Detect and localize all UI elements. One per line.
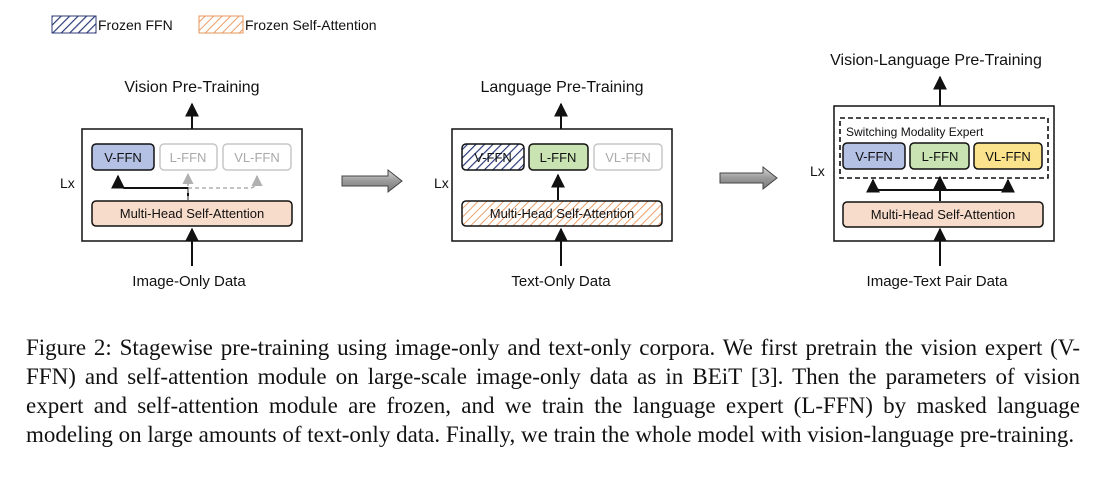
legend: Frozen FFN Frozen Self-Attention xyxy=(51,15,377,34)
stage1-attention-box xyxy=(91,200,293,227)
stage2-vlffn-box xyxy=(593,143,663,171)
stage-vision-language-pretraining: Vision-Language Pre-Training Switching M… xyxy=(810,52,1055,290)
stage3-attention-label: Multi-Head Self-Attention xyxy=(871,207,1016,222)
frozen-ffn-swatch xyxy=(51,15,97,34)
frozen-attention-swatch xyxy=(198,15,244,34)
stage2-attention-box-frozen xyxy=(461,200,663,227)
stage2-input-label: Text-Only Data xyxy=(511,273,611,290)
frozen-attention-legend-label: Frozen Self-Attention xyxy=(245,17,377,33)
stage3-input-label: Image-Text Pair Data xyxy=(867,273,1009,290)
stage3-vffn-label: V-FFN xyxy=(855,149,893,164)
stage3-attention-box xyxy=(842,201,1044,228)
stage-transition-arrow-2 xyxy=(719,165,778,191)
switching-modality-expert-label: Switching Modality Expert xyxy=(846,125,984,139)
stage3-lffn-box xyxy=(909,142,970,170)
stage1-vlffn-box xyxy=(222,143,292,171)
stage2-title: Language Pre-Training xyxy=(480,79,643,96)
stage2-lffn-label: L-FFN xyxy=(540,150,577,165)
stage3-vlffn-box xyxy=(973,142,1043,170)
stage3-title: Vision-Language Pre-Training xyxy=(830,52,1042,69)
stage1-lffn-box xyxy=(159,143,218,171)
stage3-vffn-box xyxy=(842,142,906,170)
stage1-route-to-vffn xyxy=(111,174,189,200)
stage1-title: Vision Pre-Training xyxy=(124,79,259,96)
stage1-vffn-box xyxy=(91,143,155,171)
stage-language-pretraining: Language Pre-Training V-FFN L-FFN VL-FFN… xyxy=(434,79,673,290)
stage1-vlffn-label: VL-FFN xyxy=(234,150,280,165)
stage3-route-to-vlffn xyxy=(940,178,1015,193)
stage3-layer-count: Lx xyxy=(810,163,825,179)
stage1-lffn-label: L-FFN xyxy=(170,150,207,165)
stage2-lffn-box xyxy=(528,143,589,171)
stage2-vffn-box-frozen xyxy=(461,143,525,171)
figure-caption: Figure 2: Stagewise pre-training using i… xyxy=(26,335,1080,447)
stage2-attention-label: Multi-Head Self-Attention xyxy=(490,206,635,221)
stage2-vffn-label: V-FFN xyxy=(474,150,512,165)
stage3-route-to-vffn xyxy=(866,178,941,201)
stage2-vlffn-label: VL-FFN xyxy=(605,150,651,165)
stage3-vlffn-label: VL-FFN xyxy=(985,149,1031,164)
stage3-lffn-label: L-FFN xyxy=(922,149,959,164)
stage1-attention-label: Multi-Head Self-Attention xyxy=(120,206,265,221)
stage2-layer-count: Lx xyxy=(434,175,449,191)
stage1-input-label: Image-Only Data xyxy=(132,273,246,290)
stage-vision-pretraining: Vision Pre-Training V-FFN L-FFN VL-FFN M… xyxy=(60,79,303,290)
stage-transition-arrow-1 xyxy=(341,168,403,194)
stage1-layer-count: Lx xyxy=(60,175,75,191)
frozen-ffn-legend-label: Frozen FFN xyxy=(98,17,173,33)
stage1-vffn-label: V-FFN xyxy=(104,150,142,165)
stagewise-pretraining-diagram: Frozen FFN Frozen Self-Attention Vision … xyxy=(51,15,1055,290)
